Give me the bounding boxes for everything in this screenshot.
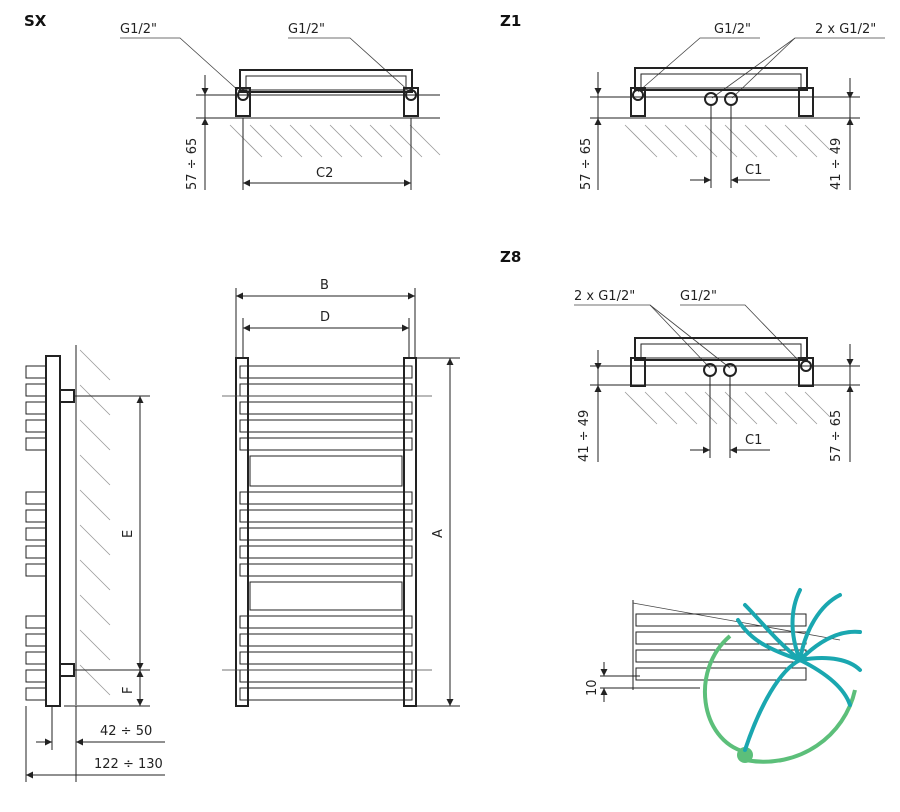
valve-left	[235, 87, 251, 117]
section-label-z1: Z1	[500, 12, 521, 30]
radiator-top-outline-z1	[634, 67, 808, 91]
valve-z1-right	[798, 87, 814, 117]
wall-hatch	[229, 124, 441, 158]
front-view: B D	[222, 278, 460, 707]
side-view: E F 42 ÷ 50 122 ÷ 130	[25, 345, 165, 782]
connector-z1-a-icon	[704, 92, 718, 106]
dim-c2: C2	[316, 166, 333, 181]
connection-label-z1-right: 2 x G1/2"	[815, 22, 876, 37]
radiator-top-outline-z8	[634, 337, 808, 361]
connector-z1-left-icon	[632, 89, 644, 101]
dim-10: 10	[585, 679, 600, 696]
dim-57-65-z8: 57 ÷ 65	[829, 410, 844, 462]
teal-green-spiral-logo	[702, 588, 862, 764]
dim-c1-z8: C1	[745, 433, 762, 448]
connector-right-icon	[405, 89, 417, 101]
front-post-left	[235, 357, 249, 707]
valve-right	[403, 87, 419, 117]
bracket-top	[59, 389, 75, 403]
section-label-z8: Z8	[500, 248, 521, 266]
leader-z8-left-b	[649, 304, 731, 369]
detail-view: 10	[585, 600, 841, 702]
leader-line-right	[288, 37, 411, 93]
side-fins	[25, 365, 47, 701]
z8-top-view: Z8 2 x G1/2" G1/2" 41 ÷ 49	[500, 248, 860, 462]
valve-z8-right	[798, 357, 814, 387]
bracket-bottom	[59, 663, 75, 677]
connector-z1-b-icon	[724, 92, 738, 106]
leader-line-left	[120, 37, 241, 93]
dim-57-65-z1: 57 ÷ 65	[579, 138, 594, 190]
connector-z8-right-icon	[800, 360, 812, 372]
side-wall-hatch	[79, 349, 111, 696]
dim-a: A	[431, 529, 446, 538]
front-post-right	[403, 357, 417, 707]
dim-f: F	[121, 687, 136, 694]
dim-122-130: 122 ÷ 130	[94, 757, 163, 772]
connector-left-icon	[237, 89, 249, 101]
connection-label-right: G1/2"	[288, 22, 325, 37]
front-bars	[239, 365, 413, 701]
connection-label-z8-left: 2 x G1/2"	[574, 289, 635, 304]
dim-42-50: 42 ÷ 50	[100, 724, 152, 739]
sx-top-view: SX G1/2" G1/2" 57 ÷ 65	[24, 12, 441, 190]
dim-b: B	[320, 278, 329, 293]
z1-top-view: Z1 G1/2" 2 x G1/2" 57 ÷ 65	[500, 12, 885, 190]
dim-41-49-z8: 41 ÷ 49	[577, 410, 592, 462]
dim-57-65-sx: 57 ÷ 65	[185, 138, 200, 190]
section-label-sx: SX	[24, 12, 47, 30]
dim-d: D	[320, 310, 330, 325]
valve-z8-left	[630, 357, 646, 387]
connection-label-z1-left: G1/2"	[714, 22, 751, 37]
radiator-top-outline	[239, 69, 413, 93]
connection-label-z8-right: G1/2"	[680, 289, 717, 304]
connection-label-left: G1/2"	[120, 22, 157, 37]
leader-z1-left	[637, 37, 760, 93]
leader-z8-right	[680, 304, 801, 363]
side-tube	[45, 355, 61, 707]
wall-hatch-z8	[624, 391, 831, 425]
dim-c1-z1: C1	[745, 163, 762, 178]
dim-41-49-z1: 41 ÷ 49	[829, 138, 844, 190]
dim-e: E	[121, 530, 136, 538]
valve-z1-left	[630, 87, 646, 117]
wall-hatch-z1	[624, 124, 831, 158]
radiator-top-inner	[245, 75, 407, 91]
